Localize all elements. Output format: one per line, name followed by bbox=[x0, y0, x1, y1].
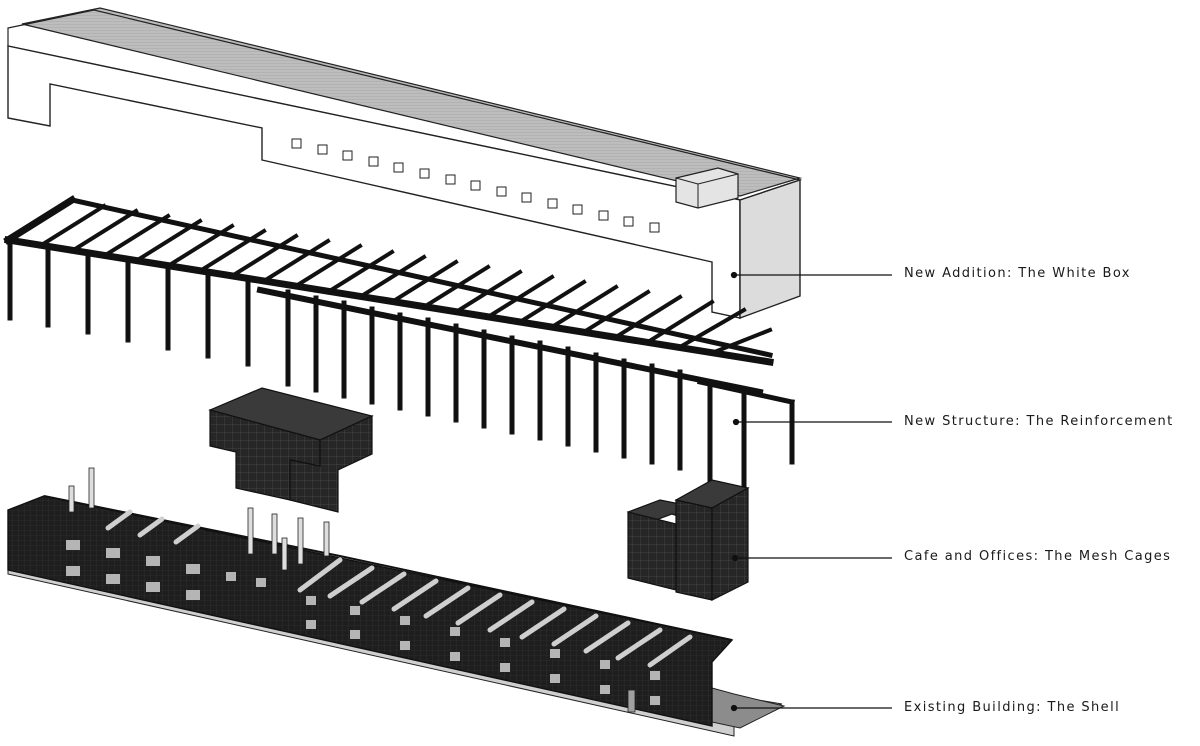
mesh-cages-layer bbox=[208, 387, 750, 601]
shell-columns bbox=[68, 467, 330, 571]
leader-lines bbox=[730, 271, 892, 712]
existing-shell-layer bbox=[7, 467, 786, 737]
label-cafe-offices: Cafe and Offices: The Mesh Cages bbox=[904, 549, 1172, 564]
shell-windows bbox=[66, 540, 660, 705]
shell-door bbox=[627, 689, 636, 713]
white-box-layer bbox=[7, 7, 803, 320]
shell-interior-beams bbox=[105, 509, 693, 668]
white-box-windows bbox=[291, 138, 660, 233]
reinforcement-frame-layer bbox=[3, 195, 795, 489]
label-new-addition: New Addition: The White Box bbox=[904, 266, 1131, 281]
label-new-structure: New Structure: The Reinforcement bbox=[904, 414, 1174, 429]
label-existing-building: Existing Building: The Shell bbox=[904, 700, 1121, 715]
